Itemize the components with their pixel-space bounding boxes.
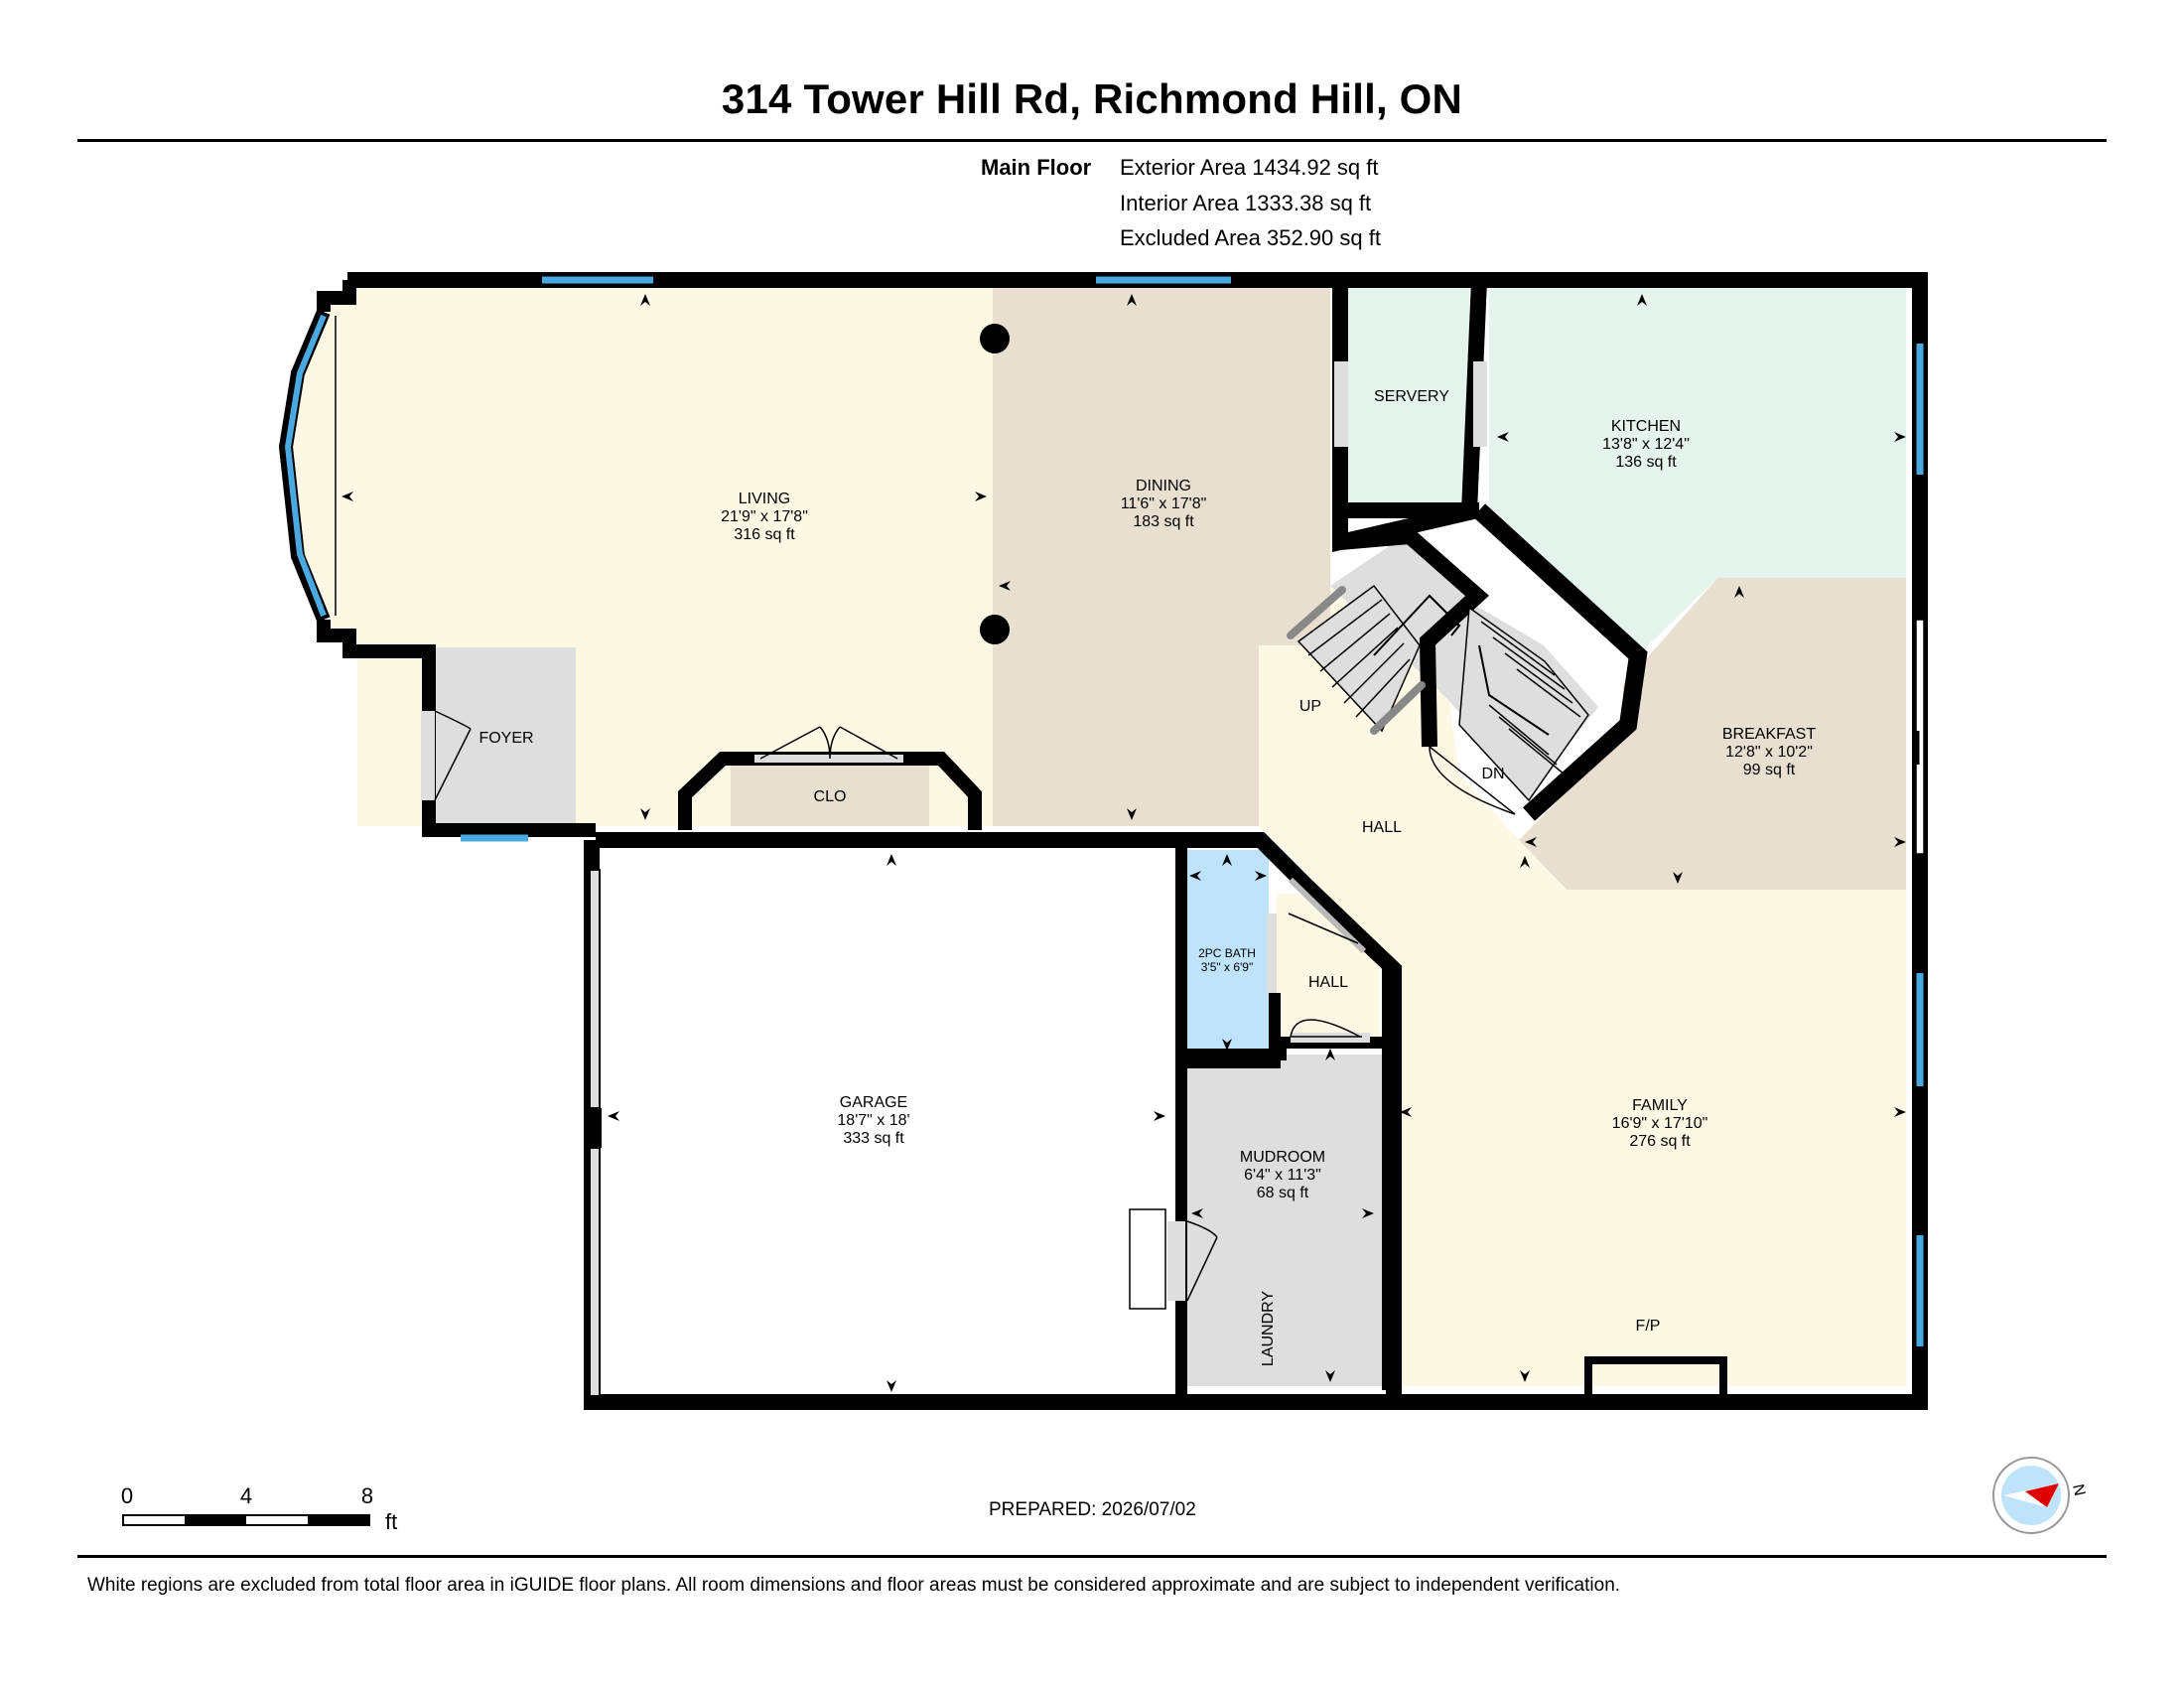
excluded-area: Excluded Area 352.90 sq ft bbox=[1120, 225, 1381, 250]
windows bbox=[461, 276, 1924, 1346]
servery-fill bbox=[1348, 284, 1469, 502]
breakfast-fill bbox=[1519, 578, 1906, 890]
exterior-area: Exterior Area 1434.92 sq ft bbox=[1120, 155, 1379, 180]
stair-wall bbox=[1339, 527, 1489, 748]
dn-label: DN bbox=[1481, 766, 1504, 782]
living-dims: 21'9" x 17'8" bbox=[721, 508, 808, 525]
prepared-date: PREPARED: 2026/07/02 bbox=[989, 1499, 1196, 1520]
plan-title: 314 Tower Hill Rd, Richmond Hill, ON bbox=[721, 75, 1463, 122]
column-top bbox=[980, 324, 1010, 353]
footer-note: White regions are excluded from total fl… bbox=[87, 1575, 1621, 1596]
breakfast-area: 99 sq ft bbox=[1743, 762, 1796, 778]
bath-dims: 3'5" x 6'9" bbox=[1201, 960, 1253, 974]
closet-name: CLO bbox=[814, 788, 847, 805]
garage-name: GARAGE bbox=[840, 1094, 907, 1111]
foyer-door-frame bbox=[421, 711, 435, 800]
small-hall-name: HALL bbox=[1308, 974, 1348, 991]
breakfast-name: BREAKFAST bbox=[1722, 726, 1816, 743]
mudroom-name: MUDROOM bbox=[1240, 1149, 1325, 1166]
living-fill bbox=[286, 284, 993, 826]
dining-name: DINING bbox=[1136, 478, 1191, 494]
foyer-name: FOYER bbox=[478, 730, 533, 747]
scale-bar: 0 4 8 ft bbox=[121, 1483, 397, 1534]
doors bbox=[421, 710, 1516, 1310]
dimension-arrows bbox=[341, 294, 1906, 1392]
living-left-wall bbox=[317, 280, 356, 312]
garage-side-wall bbox=[588, 619, 1925, 1397]
garage-area: 333 sq ft bbox=[843, 1130, 904, 1147]
family-name: FAMILY bbox=[1632, 1097, 1688, 1114]
laundry-label: LAUNDRY bbox=[1260, 1291, 1277, 1367]
breakfast-dims: 12'8" x 10'2" bbox=[1725, 744, 1813, 761]
hall-main-name: HALL bbox=[1362, 819, 1402, 836]
header-rule bbox=[77, 139, 2107, 142]
fireplace-label: F/P bbox=[1636, 1318, 1661, 1335]
floor-label: Main Floor bbox=[981, 155, 1092, 180]
scale-8: 8 bbox=[361, 1483, 373, 1508]
footer-rule bbox=[77, 1555, 2107, 1558]
garage-dims: 18'7" x 18' bbox=[837, 1112, 909, 1129]
compass-label: N bbox=[2069, 1482, 2088, 1497]
scale-4: 4 bbox=[240, 1483, 252, 1508]
up-label: UP bbox=[1299, 698, 1321, 715]
bay-window bbox=[278, 309, 337, 623]
kitchen-area: 136 sq ft bbox=[1615, 454, 1677, 471]
dining-dims: 11'6" x 17'8" bbox=[1121, 495, 1207, 512]
interior-area: Interior Area 1333.38 sq ft bbox=[1120, 191, 1372, 215]
family-fill bbox=[1259, 586, 1906, 1386]
kitchen-diag-wall bbox=[1472, 503, 1648, 821]
stair-rails bbox=[1287, 586, 1426, 735]
column-bottom bbox=[980, 615, 1010, 644]
living-name: LIVING bbox=[739, 491, 790, 507]
family-dims: 16'9" x 17'10" bbox=[1612, 1115, 1708, 1132]
kitchen-dims: 13'8" x 12'4" bbox=[1602, 436, 1690, 453]
dining-area: 183 sq ft bbox=[1133, 513, 1194, 530]
servery-name: SERVERY bbox=[1374, 388, 1449, 405]
mudroom-dims: 6'4" x 11'3" bbox=[1244, 1167, 1321, 1184]
living-area: 316 sq ft bbox=[734, 526, 795, 543]
scale-0: 0 bbox=[121, 1483, 133, 1508]
room-fills bbox=[286, 284, 1906, 1386]
kitchen-fill bbox=[1489, 284, 1906, 653]
family-area: 276 sq ft bbox=[1629, 1133, 1691, 1150]
bath-fill bbox=[1187, 850, 1269, 1055]
room-labels: LIVING 21'9" x 17'8" 316 sq ft DINING 11… bbox=[478, 388, 1816, 1366]
servery-openings bbox=[1334, 361, 1487, 447]
closet-fill bbox=[731, 765, 929, 826]
mudroom-area: 68 sq ft bbox=[1257, 1185, 1309, 1201]
compass: N bbox=[1992, 1457, 2088, 1534]
living-left-wall-lower bbox=[317, 620, 596, 837]
fireplace bbox=[1584, 1356, 1727, 1400]
foyer-fill bbox=[434, 647, 576, 824]
stairs bbox=[1297, 584, 1589, 802]
mudroom-fill bbox=[1187, 1055, 1382, 1386]
kitchen-name: KITCHEN bbox=[1611, 418, 1681, 435]
bath-name: 2PC BATH bbox=[1198, 946, 1256, 960]
scale-unit: ft bbox=[385, 1509, 397, 1534]
